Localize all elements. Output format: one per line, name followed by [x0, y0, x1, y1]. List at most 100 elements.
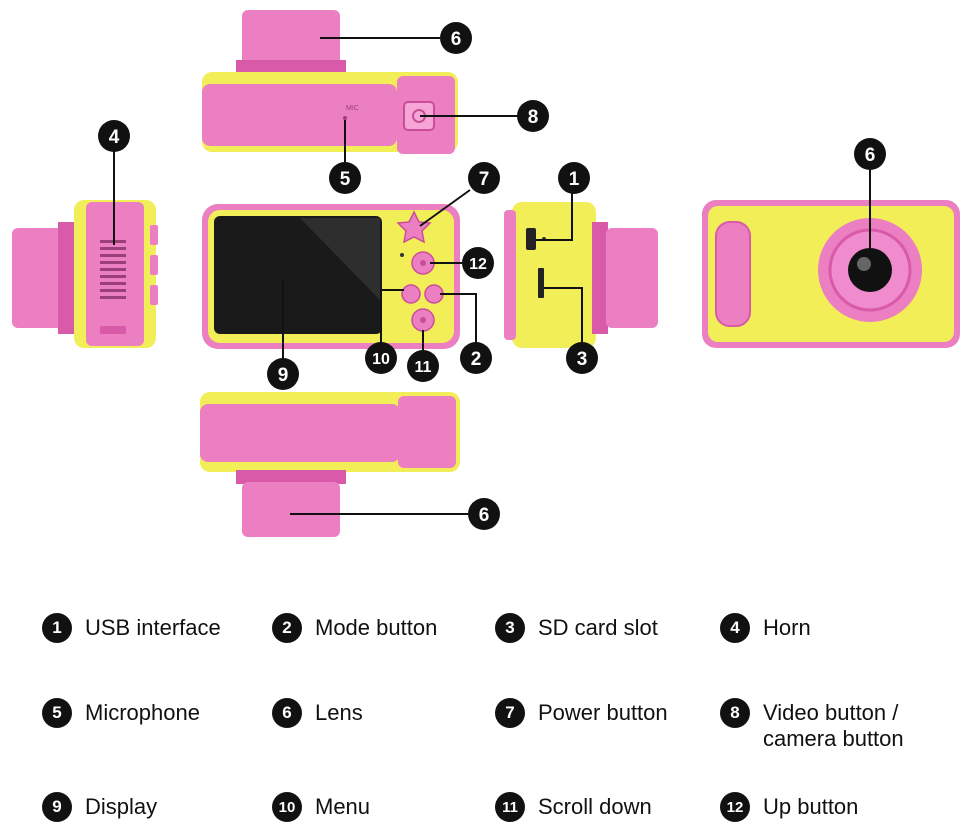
legend-label: Scroll down — [538, 794, 652, 819]
svg-text:6: 6 — [451, 29, 462, 50]
callout-6-top: 6 — [440, 22, 472, 54]
legend-number: 1 — [42, 613, 72, 643]
callout-12: 12 — [462, 247, 494, 279]
display-glare — [300, 218, 380, 300]
legend-item-display: 9 Display — [42, 792, 157, 822]
svg-text:5: 5 — [340, 169, 351, 190]
callout-1: 1 — [558, 162, 590, 194]
callout-10: 10 — [365, 342, 397, 374]
legend-label: Video button / camera button — [763, 700, 904, 751]
callout-8: 8 — [517, 100, 549, 132]
svg-text:10: 10 — [372, 351, 390, 368]
leader-2 — [440, 293, 477, 345]
callout-5: 5 — [329, 162, 361, 194]
legend-number: 8 — [720, 698, 750, 728]
svg-text:6: 6 — [479, 505, 490, 526]
legend-label: Power button — [538, 700, 668, 725]
right-body-yellow — [512, 202, 596, 348]
svg-text:7: 7 — [479, 169, 490, 190]
legend-item-up-button: 12 Up button — [720, 792, 858, 822]
legend-label: SD card slot — [538, 615, 658, 640]
legend-number: 4 — [720, 613, 750, 643]
bottom-grip-pink — [398, 396, 456, 468]
top-lens-ring — [236, 60, 346, 74]
svg-text:3: 3 — [577, 349, 588, 370]
leader-7 — [419, 189, 471, 227]
svg-text:2: 2 — [471, 349, 482, 370]
right-lens-barrel — [606, 228, 658, 328]
front-lens-glass — [848, 248, 892, 292]
scroll-down-button-dot — [420, 317, 426, 323]
leader-10 — [380, 289, 404, 352]
left-lens-ring — [58, 222, 74, 334]
strap-loop — [100, 326, 126, 334]
top-body-pink — [202, 84, 397, 146]
legend-number: 3 — [495, 613, 525, 643]
bottom-lens-barrel — [242, 482, 340, 537]
left-lens-barrel — [12, 228, 64, 328]
mic-label: MIC — [346, 105, 359, 112]
legend-label: Lens — [315, 700, 363, 725]
callout-6-front: 6 — [854, 138, 886, 170]
camera-parts-diagram: MIC — [12, 10, 960, 537]
legend-item-video-camera-button: 8 Video button / camera button — [720, 698, 904, 752]
menu-button[interactable] — [401, 284, 421, 304]
microphone-hole — [343, 116, 347, 120]
top-lens-barrel — [242, 10, 340, 65]
legend-number: 7 — [495, 698, 525, 728]
legend-item-lens: 6 Lens — [272, 698, 363, 728]
bottom-body-pink — [200, 404, 400, 462]
legend-item-sd-card-slot: 3 SD card slot — [495, 613, 658, 643]
left-side-button-3 — [150, 285, 158, 305]
svg-text:9: 9 — [278, 365, 289, 386]
svg-text:4: 4 — [109, 127, 120, 148]
left-side-button-2 — [150, 255, 158, 275]
front-lens-glare — [857, 257, 871, 271]
camera-bottom-view — [200, 392, 460, 537]
legend-number: 5 — [42, 698, 72, 728]
legend-number: 12 — [720, 792, 750, 822]
svg-text:11: 11 — [415, 359, 432, 376]
left-body-pink — [86, 202, 144, 346]
legend-number: 10 — [272, 792, 302, 822]
camera-front-view — [702, 200, 960, 348]
legend-item-microphone: 5 Microphone — [42, 698, 200, 728]
legend-label: Menu — [315, 794, 371, 819]
camera-top-view: MIC — [202, 10, 458, 154]
svg-text:1: 1 — [569, 169, 580, 190]
horn-grille — [100, 240, 126, 299]
right-lens-ring — [592, 222, 608, 334]
legend-item-menu: 10 Menu — [272, 792, 370, 822]
callout-6-bottom: 6 — [468, 498, 500, 530]
legend-item-power-button: 7 Power button — [495, 698, 668, 728]
leader-3 — [544, 287, 583, 342]
legend-number: 6 — [272, 698, 302, 728]
svg-text:12: 12 — [469, 256, 487, 273]
leader-lines — [113, 37, 871, 515]
svg-text:6: 6 — [865, 145, 876, 166]
camera-left-view — [12, 200, 158, 348]
legend-label: Up button — [763, 794, 859, 819]
usb-port[interactable] — [526, 228, 536, 250]
status-led — [400, 253, 404, 257]
legend-item-mode-button: 2 Mode button — [272, 613, 437, 643]
legend-label: USB interface — [85, 615, 221, 640]
sd-card-slot[interactable] — [538, 268, 544, 298]
callout-markers: 6 8 5 4 7 1 6 12 10 11 2 3 9 6 — [98, 22, 886, 530]
camera-right-view — [504, 202, 658, 348]
svg-text:8: 8 — [528, 107, 539, 128]
legend-item-horn: 4 Horn — [720, 613, 811, 643]
left-side-button-1 — [150, 225, 158, 245]
callout-9: 9 — [267, 358, 299, 390]
legend-label: Mode button — [315, 615, 438, 640]
camera-back-view — [202, 204, 460, 349]
callout-2: 2 — [460, 342, 492, 374]
legend-label: Display — [85, 794, 158, 819]
callout-3: 3 — [566, 342, 598, 374]
callout-7: 7 — [468, 162, 500, 194]
callout-11: 11 — [407, 350, 439, 382]
up-button-dot — [420, 260, 426, 266]
legend-label: Microphone — [85, 700, 200, 725]
front-grip — [715, 221, 751, 327]
legend-label: Horn — [763, 615, 811, 640]
